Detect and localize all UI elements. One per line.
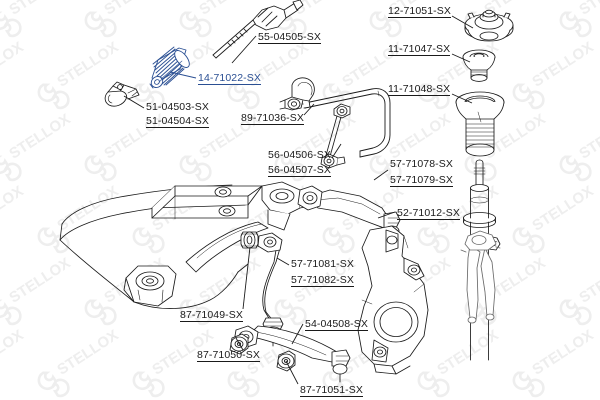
part-strut-dust-boot bbox=[455, 91, 505, 157]
part-steering-knuckle bbox=[357, 225, 429, 375]
part-strut-mount bbox=[464, 9, 514, 42]
part-label-shock-absorber: 52-71012-SX bbox=[397, 207, 460, 220]
leader-bump-stop bbox=[451, 53, 471, 63]
part-label-tie-rod: 55-04505-SX bbox=[258, 31, 321, 44]
part-label-arm-bush-b: 87-71051-SX bbox=[300, 384, 363, 397]
part-strut-bracket bbox=[460, 230, 501, 324]
leader-arm-bush-b bbox=[285, 360, 299, 385]
part-subframe-bush bbox=[240, 231, 259, 249]
leader-lower-bj bbox=[291, 323, 304, 345]
part-inner-tie-rod bbox=[212, 0, 304, 59]
part-label-strut-mount: 12-71051-SX bbox=[388, 5, 451, 18]
leader-tie-rod bbox=[231, 35, 257, 64]
part-label-dust-boot: 11-71048-SX bbox=[388, 83, 451, 96]
leader-shock bbox=[377, 211, 396, 219]
leader-dust-boot bbox=[451, 93, 473, 104]
part-rack-boot bbox=[149, 46, 190, 89]
part-label-upper-arm-a: 57-71078-SX bbox=[390, 158, 453, 170]
part-label-sway-link-a: 56-04506-SX bbox=[268, 149, 331, 161]
leader-stab-bush bbox=[303, 103, 315, 116]
leader-upper-arm bbox=[373, 169, 389, 181]
leader-subframe-bush bbox=[242, 246, 251, 310]
part-stabilizer-bush-bracket bbox=[279, 77, 315, 111]
part-label-tension-rod-b: 57-71082-SX bbox=[291, 274, 354, 287]
part-label-ball-joint-a: 51-04503-SX bbox=[146, 101, 209, 113]
leader-strut-mount bbox=[451, 15, 474, 29]
part-label-upper-arm-b: 57-71079-SX bbox=[390, 174, 453, 187]
part-label-stabilizer-bush: 89-71036-SX bbox=[241, 112, 304, 125]
leader-rack-boot bbox=[169, 71, 197, 79]
leader-arm-bush-a bbox=[235, 337, 244, 351]
part-outer-tie-rod-end bbox=[104, 81, 140, 107]
part-label-ball-joint-b: 51-04504-SX bbox=[146, 115, 209, 128]
part-bump-stop bbox=[462, 49, 496, 82]
part-label-sway-link-b: 56-04507-SX bbox=[268, 164, 331, 177]
part-label-rack-boot: 14-71022-SX bbox=[198, 72, 261, 85]
part-label-arm-bush-a: 87-71050-SX bbox=[197, 349, 260, 362]
part-label-bump-stop: 11-71047-SX bbox=[388, 43, 451, 56]
part-upper-control-arm bbox=[297, 185, 401, 243]
part-label-subframe-bush: 87-71049-SX bbox=[180, 309, 243, 322]
part-stabilizer-link bbox=[320, 103, 351, 169]
leader-tension-rod bbox=[276, 257, 290, 266]
leader-sway-link bbox=[331, 143, 342, 159]
part-label-lower-ball-joint: 54-04508-SX bbox=[305, 318, 368, 331]
leader-ball-joint bbox=[123, 95, 145, 109]
part-label-tension-rod-a: 57-71081-SX bbox=[291, 258, 354, 270]
